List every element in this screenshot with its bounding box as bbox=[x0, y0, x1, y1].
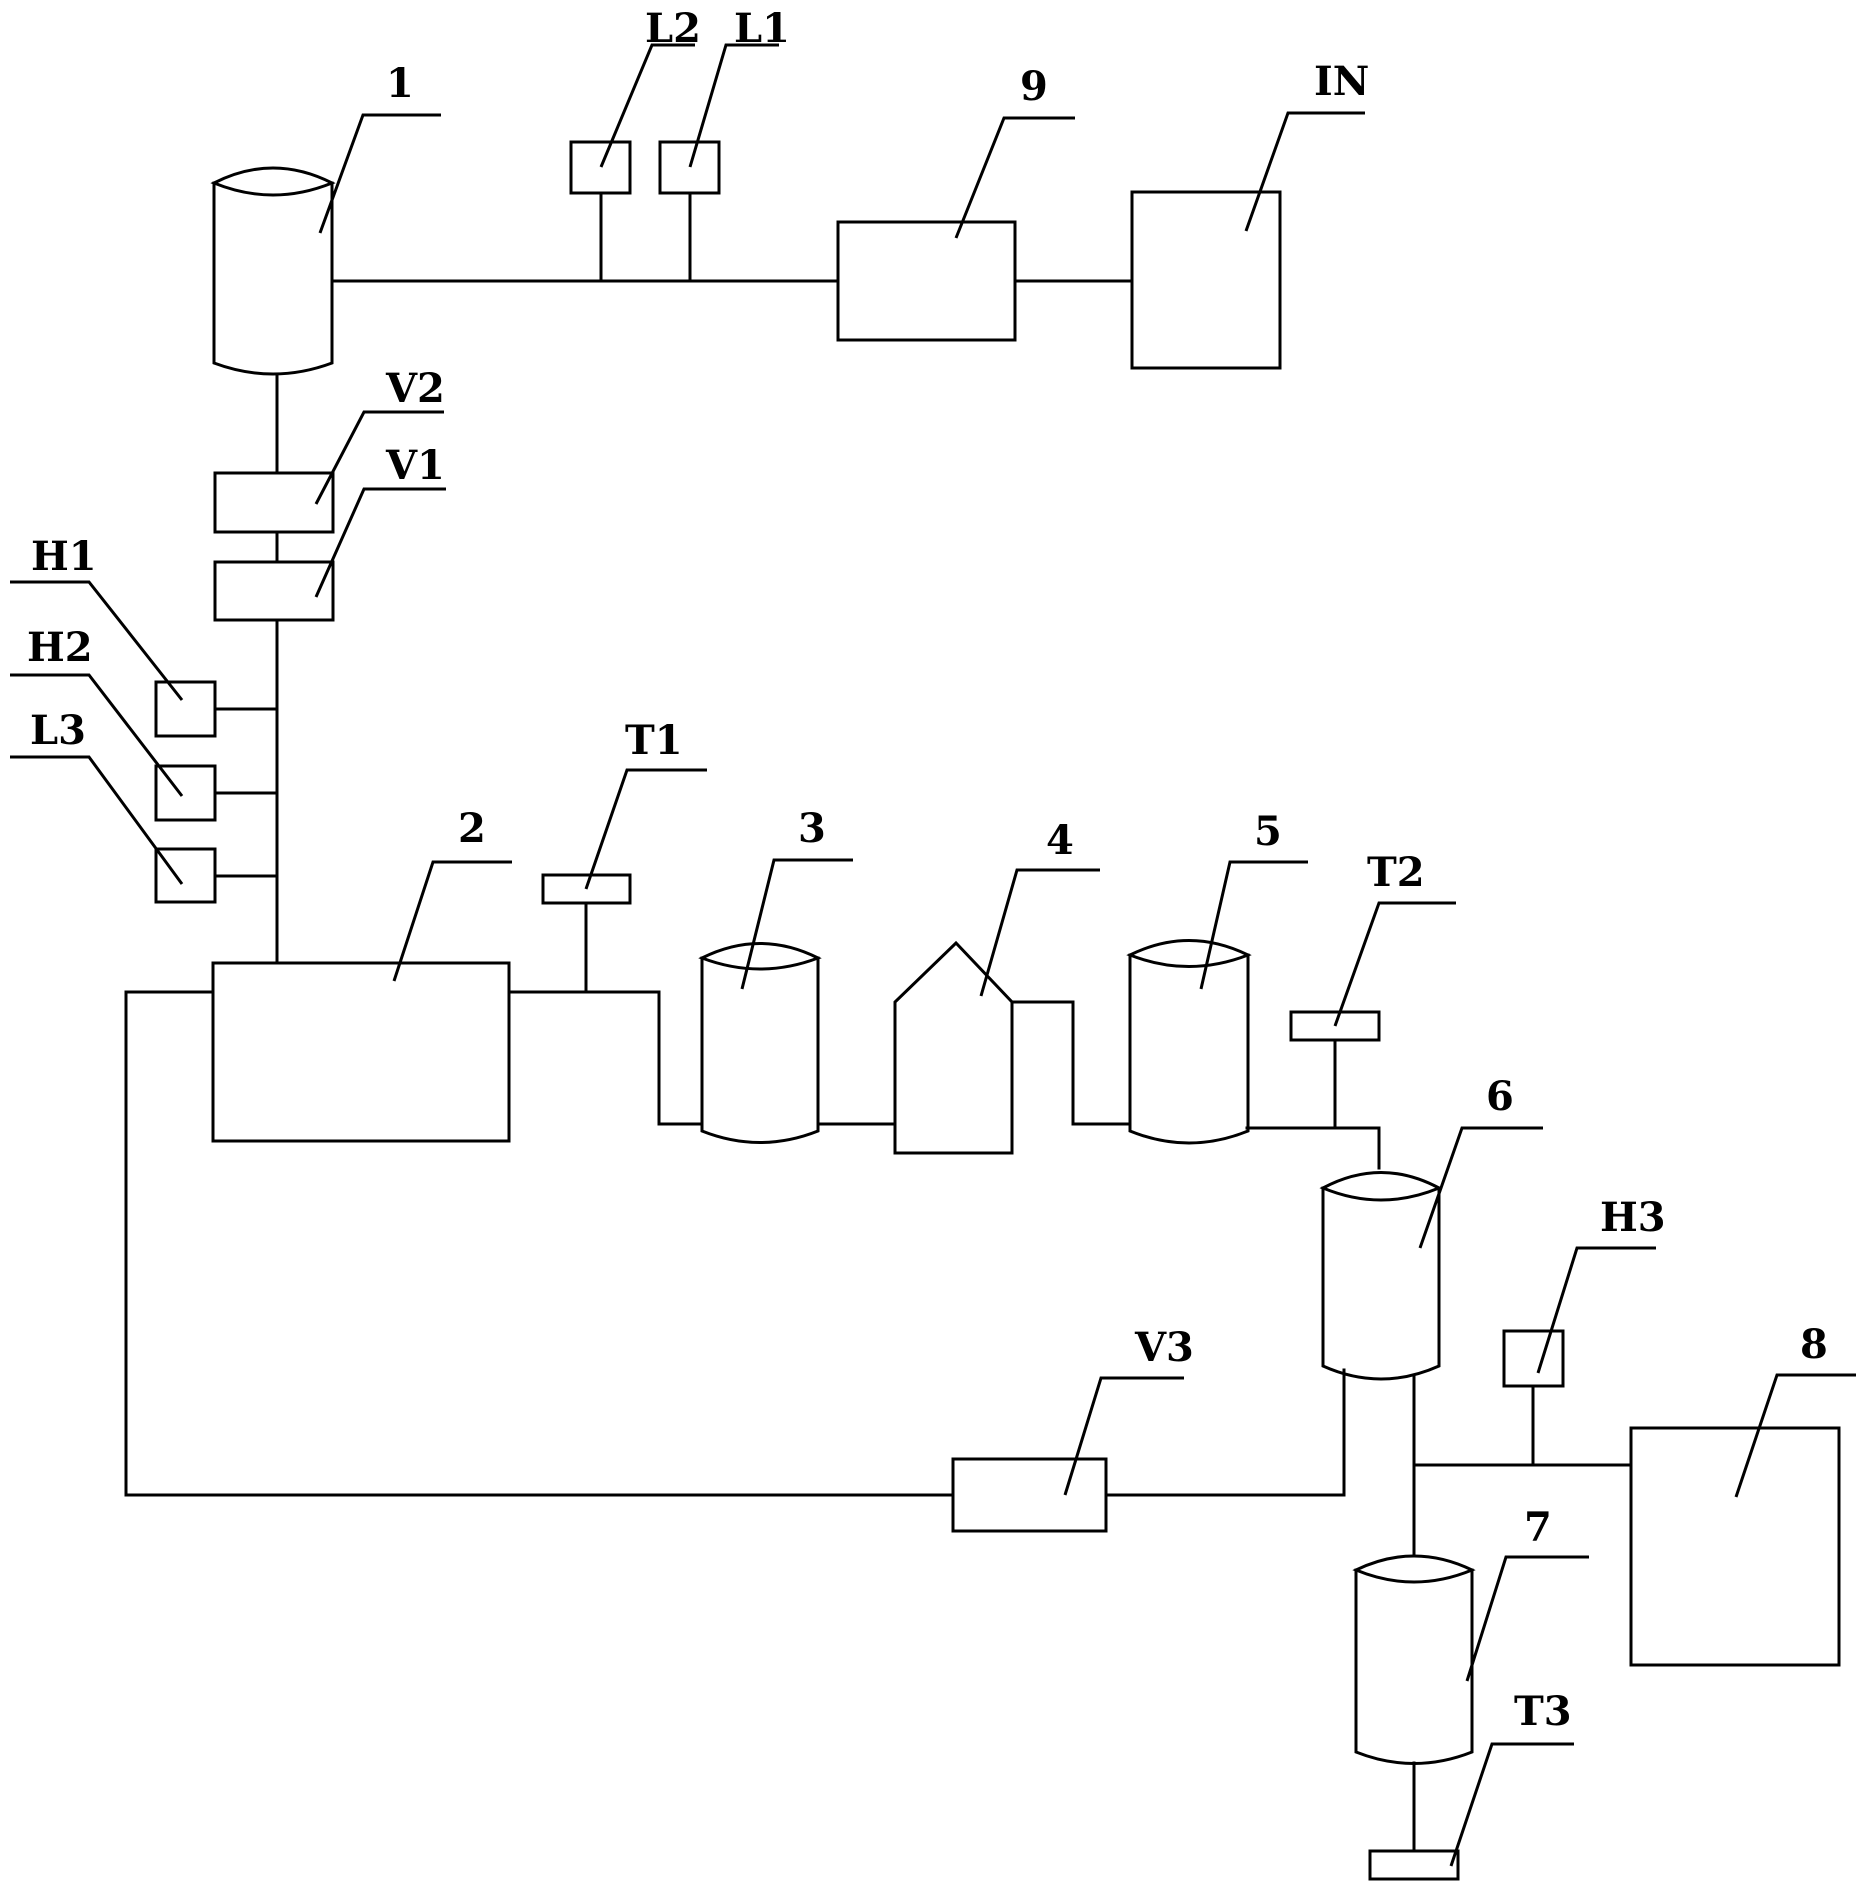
pipe-4-to-5 bbox=[1010, 1000, 1131, 1126]
label-3: 3 bbox=[798, 805, 826, 852]
label-v2: V2 bbox=[385, 365, 445, 412]
label-l2: L2 bbox=[645, 5, 701, 52]
sensor-t1-box bbox=[541, 873, 632, 905]
label-7: 7 bbox=[1524, 1504, 1552, 1551]
unit-4-shape bbox=[893, 940, 1014, 1155]
sensor-t3-box bbox=[1368, 1849, 1460, 1881]
valve-v3-box bbox=[951, 1457, 1108, 1533]
sensor-l2-box bbox=[569, 140, 632, 195]
pipe-2-to-3 bbox=[508, 990, 704, 1126]
unit-9-box bbox=[836, 220, 1017, 342]
label-2: 2 bbox=[458, 805, 486, 852]
pipe-5-to-6 bbox=[1245, 1126, 1381, 1170]
label-h3: H3 bbox=[1600, 1194, 1666, 1241]
pipe-v3-to-2 bbox=[124, 990, 955, 1497]
label-t3: T3 bbox=[1514, 1688, 1572, 1735]
labels: 1 L2 L1 9 IN V2 V1 H1 H2 L3 2 T1 3 4 5 T… bbox=[27, 5, 1828, 1735]
label-4: 4 bbox=[1046, 817, 1074, 864]
label-h1: H1 bbox=[31, 533, 97, 580]
valve-v2-box bbox=[213, 471, 335, 534]
label-5: 5 bbox=[1254, 808, 1282, 855]
label-in: IN bbox=[1314, 58, 1369, 105]
sensor-h2-box bbox=[154, 764, 217, 822]
leader-lines bbox=[10, 43, 1856, 1867]
vessel-7 bbox=[1352, 1554, 1476, 1765]
unit-2-box bbox=[211, 961, 511, 1143]
label-t2: T2 bbox=[1367, 849, 1425, 896]
label-6: 6 bbox=[1486, 1073, 1514, 1120]
unit-in-box bbox=[1130, 190, 1282, 370]
sensor-l3-box bbox=[154, 847, 217, 904]
vessel-5 bbox=[1126, 939, 1252, 1145]
pipelines bbox=[124, 191, 1633, 1853]
label-v1: V1 bbox=[385, 442, 445, 489]
sensor-h3-box bbox=[1502, 1329, 1565, 1388]
sensor-l1-box bbox=[658, 140, 721, 195]
label-l1: L1 bbox=[734, 5, 790, 52]
pipe-6-to-v3 bbox=[1104, 1368, 1346, 1497]
sensor-t2-box bbox=[1289, 1010, 1381, 1042]
vessel-1 bbox=[210, 166, 336, 376]
valve-v1-box bbox=[213, 560, 335, 622]
vessel-3 bbox=[698, 942, 822, 1144]
sensor-h1-box bbox=[154, 680, 217, 738]
label-h2: H2 bbox=[27, 624, 93, 671]
vessel-6 bbox=[1319, 1171, 1443, 1381]
unit-8-box bbox=[1629, 1426, 1841, 1667]
label-8: 8 bbox=[1800, 1321, 1828, 1368]
label-1: 1 bbox=[386, 60, 414, 107]
label-l3: L3 bbox=[30, 707, 86, 754]
label-9: 9 bbox=[1020, 63, 1048, 110]
label-t1: T1 bbox=[625, 717, 683, 764]
label-v3: V3 bbox=[1134, 1324, 1194, 1371]
